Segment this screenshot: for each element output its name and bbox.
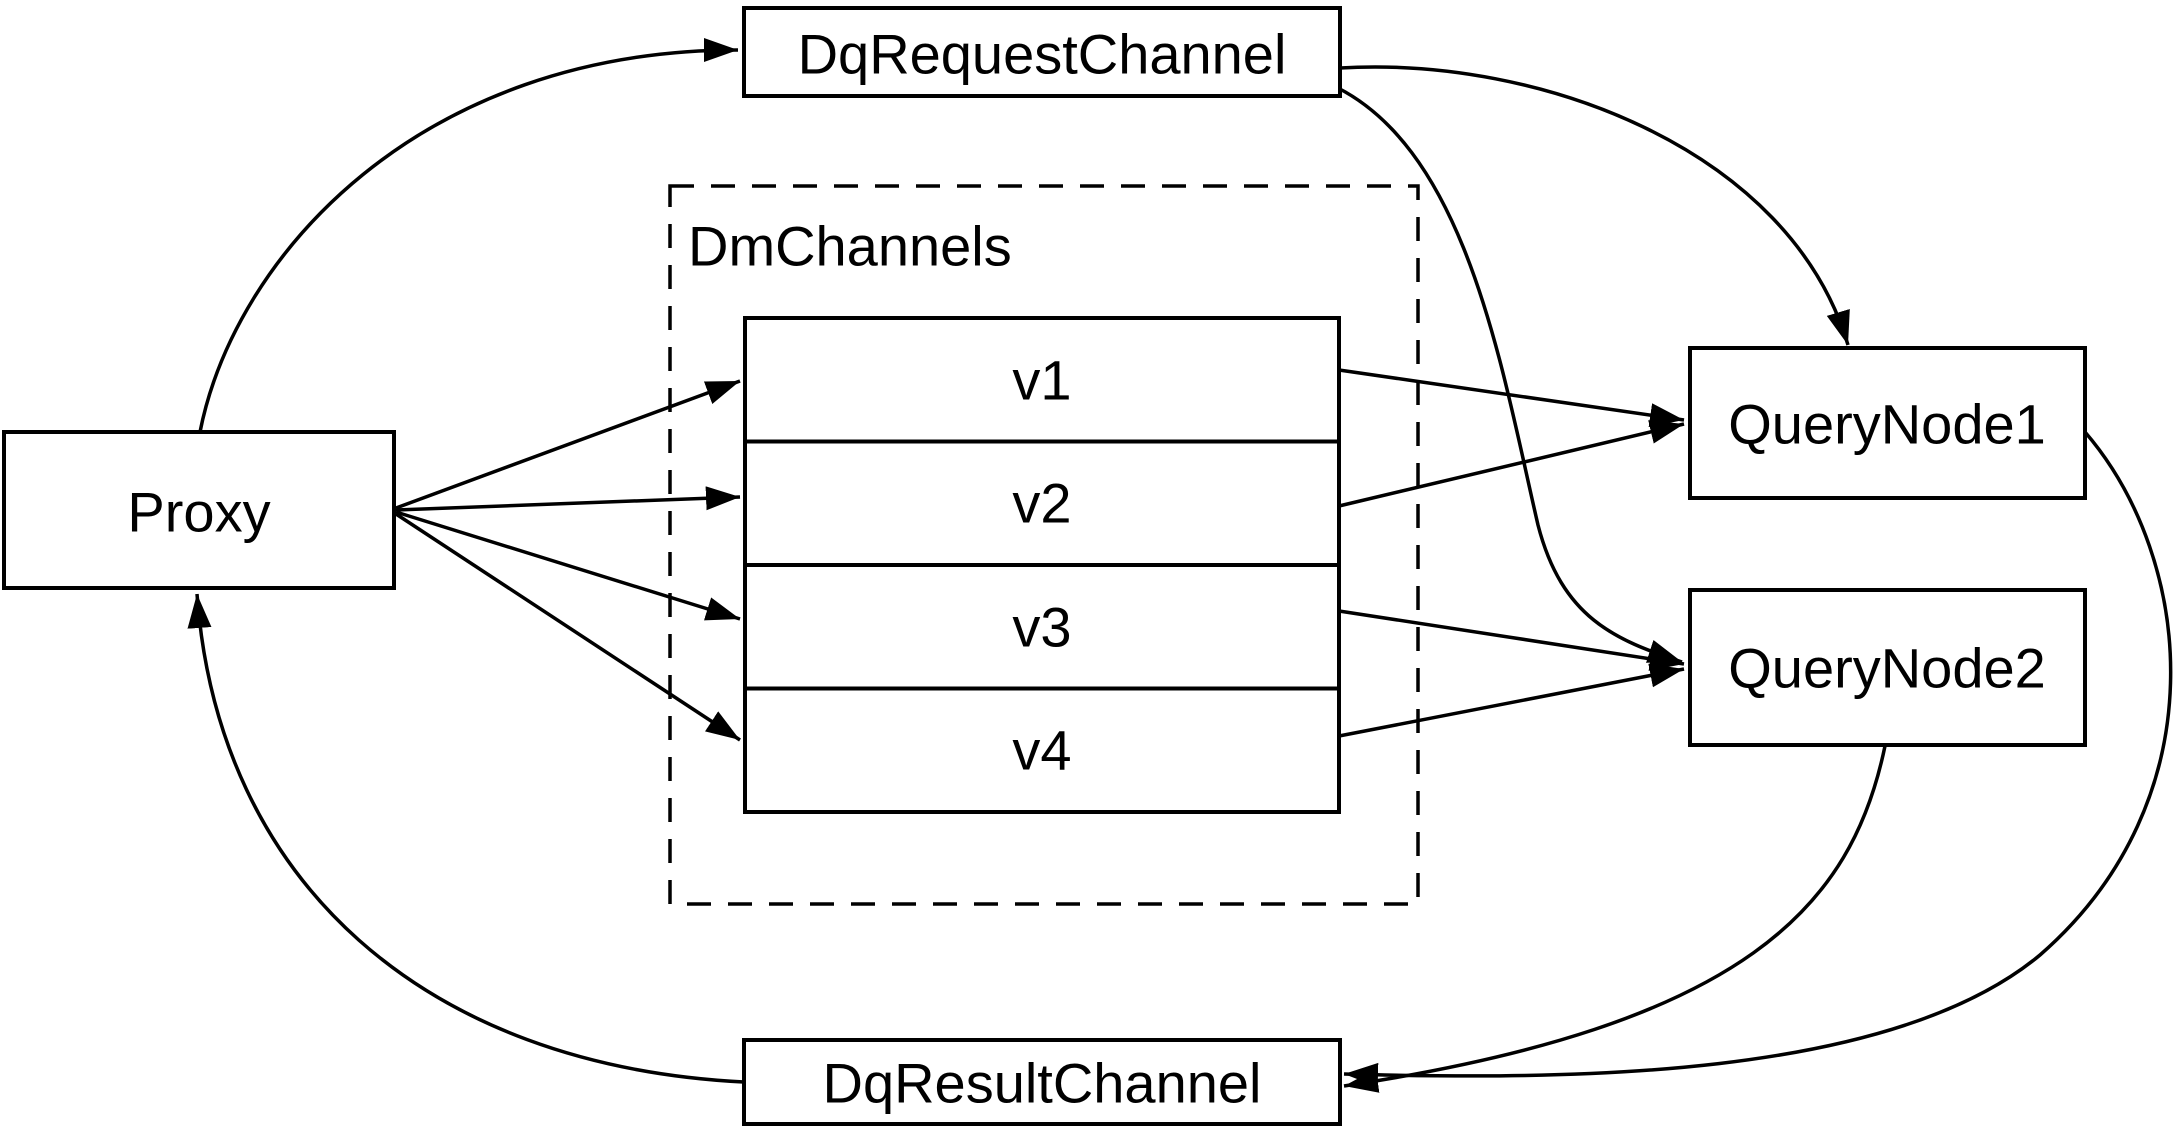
dq-result-channel-label: DqResultChannel <box>823 1052 1262 1115</box>
dm-channels-boundary <box>668 184 1420 906</box>
edge-proxy-to-v4 <box>395 512 741 742</box>
proxy-box <box>2 430 396 590</box>
channel-row-v1-label: v1 <box>1012 349 1071 412</box>
channel-row-v2-label: v2 <box>1012 472 1071 535</box>
dq-request-channel-label: DqRequestChannel <box>798 23 1287 86</box>
dm-channels-label: DmChannels <box>688 215 1012 278</box>
channel-row-v3-label: v3 <box>1012 596 1071 659</box>
edge-query-node-1-to-dq-result-channel <box>1343 430 2173 1087</box>
dq-request-channel-node: DqRequestChannel <box>742 6 1342 98</box>
edge-dq-request-channel-to-query-node-2 <box>1337 86 1683 664</box>
edge-v3-to-query-node-2 <box>1338 609 1685 671</box>
edge-dq-request-channel-to-query-node-1 <box>1339 65 1850 346</box>
edge-dq-result-channel-to-proxy <box>187 593 745 1084</box>
edge-v4-to-query-node-2 <box>1338 663 1685 738</box>
query-node-1-box <box>1688 346 2087 500</box>
edge-v2-to-query-node-1 <box>1338 420 1685 508</box>
dq-request-channel-box <box>742 6 1342 98</box>
query-node-1-node: QueryNode1 <box>1688 346 2087 500</box>
dm-channels-group: DmChannels v1 v2 v3 v4 <box>668 184 1420 906</box>
edge-proxy-to-v1 <box>395 379 741 510</box>
query-node-1-label: QueryNode1 <box>1728 393 2046 456</box>
query-node-2-label: QueryNode2 <box>1728 637 2046 700</box>
edge-query-node-2-to-dq-result-channel <box>1343 745 1887 1093</box>
edge-proxy-to-dq-request-channel <box>198 38 739 433</box>
channel-row-v4-label: v4 <box>1012 719 1071 782</box>
dq-result-channel-box <box>742 1038 1342 1126</box>
edge-proxy-to-v2 <box>395 486 741 512</box>
query-node-2-box <box>1688 588 2087 747</box>
query-node-2-node: QueryNode2 <box>1688 588 2087 747</box>
proxy-label: Proxy <box>127 481 270 544</box>
edge-v1-to-query-node-1 <box>1338 368 1685 427</box>
edge-proxy-to-v3 <box>395 510 741 621</box>
proxy-node: Proxy <box>2 430 396 590</box>
dq-result-channel-node: DqResultChannel <box>742 1038 1342 1126</box>
